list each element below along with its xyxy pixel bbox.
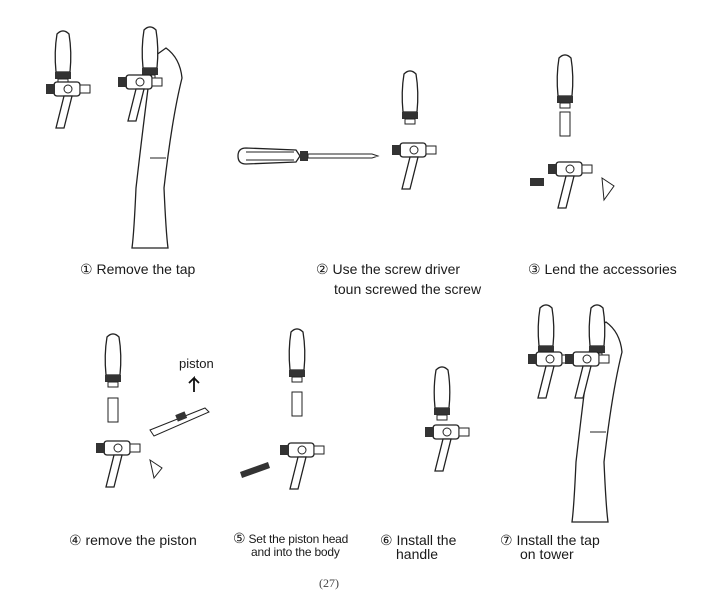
step5-marker: ⑤ [233, 530, 246, 546]
step5-illustration [240, 328, 325, 490]
step3-marker: ③ [528, 261, 541, 277]
step7-marker: ⑦ [500, 532, 513, 548]
step3-caption: ③ Lend the accessories [528, 261, 677, 278]
step1-text: Remove the tap [96, 261, 196, 277]
step7-caption-line2: on tower [520, 546, 574, 562]
step5-caption-line2: and into the body [251, 545, 340, 559]
step1-caption: ① Remove the tap [80, 261, 195, 278]
step6-caption: ⑥ Install the [380, 532, 456, 549]
piston-part [149, 407, 210, 437]
step7-line1: Install the tap [516, 532, 600, 548]
step2-marker: ② [316, 261, 329, 277]
step4-caption: ④ remove the piston [69, 532, 197, 549]
step3-illustration [530, 54, 615, 209]
step4-illustration [95, 333, 210, 488]
step6-marker: ⑥ [380, 532, 393, 548]
step2-caption: ② Use the screw driver [316, 261, 460, 278]
step5-caption: ⑤ Set the piston head [233, 530, 349, 546]
page-number: (27) [319, 576, 339, 590]
step2-illustration [237, 70, 437, 190]
step4-text: remove the piston [85, 532, 197, 548]
step5-line1: Set the piston head [248, 532, 349, 546]
step6-caption-line2: handle [396, 546, 439, 562]
step3-text: Lend the accessories [544, 261, 677, 277]
step6-line1: Install the [396, 532, 457, 548]
step4-marker: ④ [69, 532, 82, 548]
step6-illustration [424, 366, 470, 472]
step7-caption: ⑦ Install the tap [500, 532, 600, 549]
piston-label: piston [179, 356, 214, 371]
step7-illustration [527, 304, 623, 523]
step1-marker: ① [80, 261, 93, 277]
step2-caption-line2: toun screwed the screw [334, 281, 482, 297]
step1-illustration [45, 26, 183, 249]
step2-line1: Use the screw driver [332, 261, 461, 277]
